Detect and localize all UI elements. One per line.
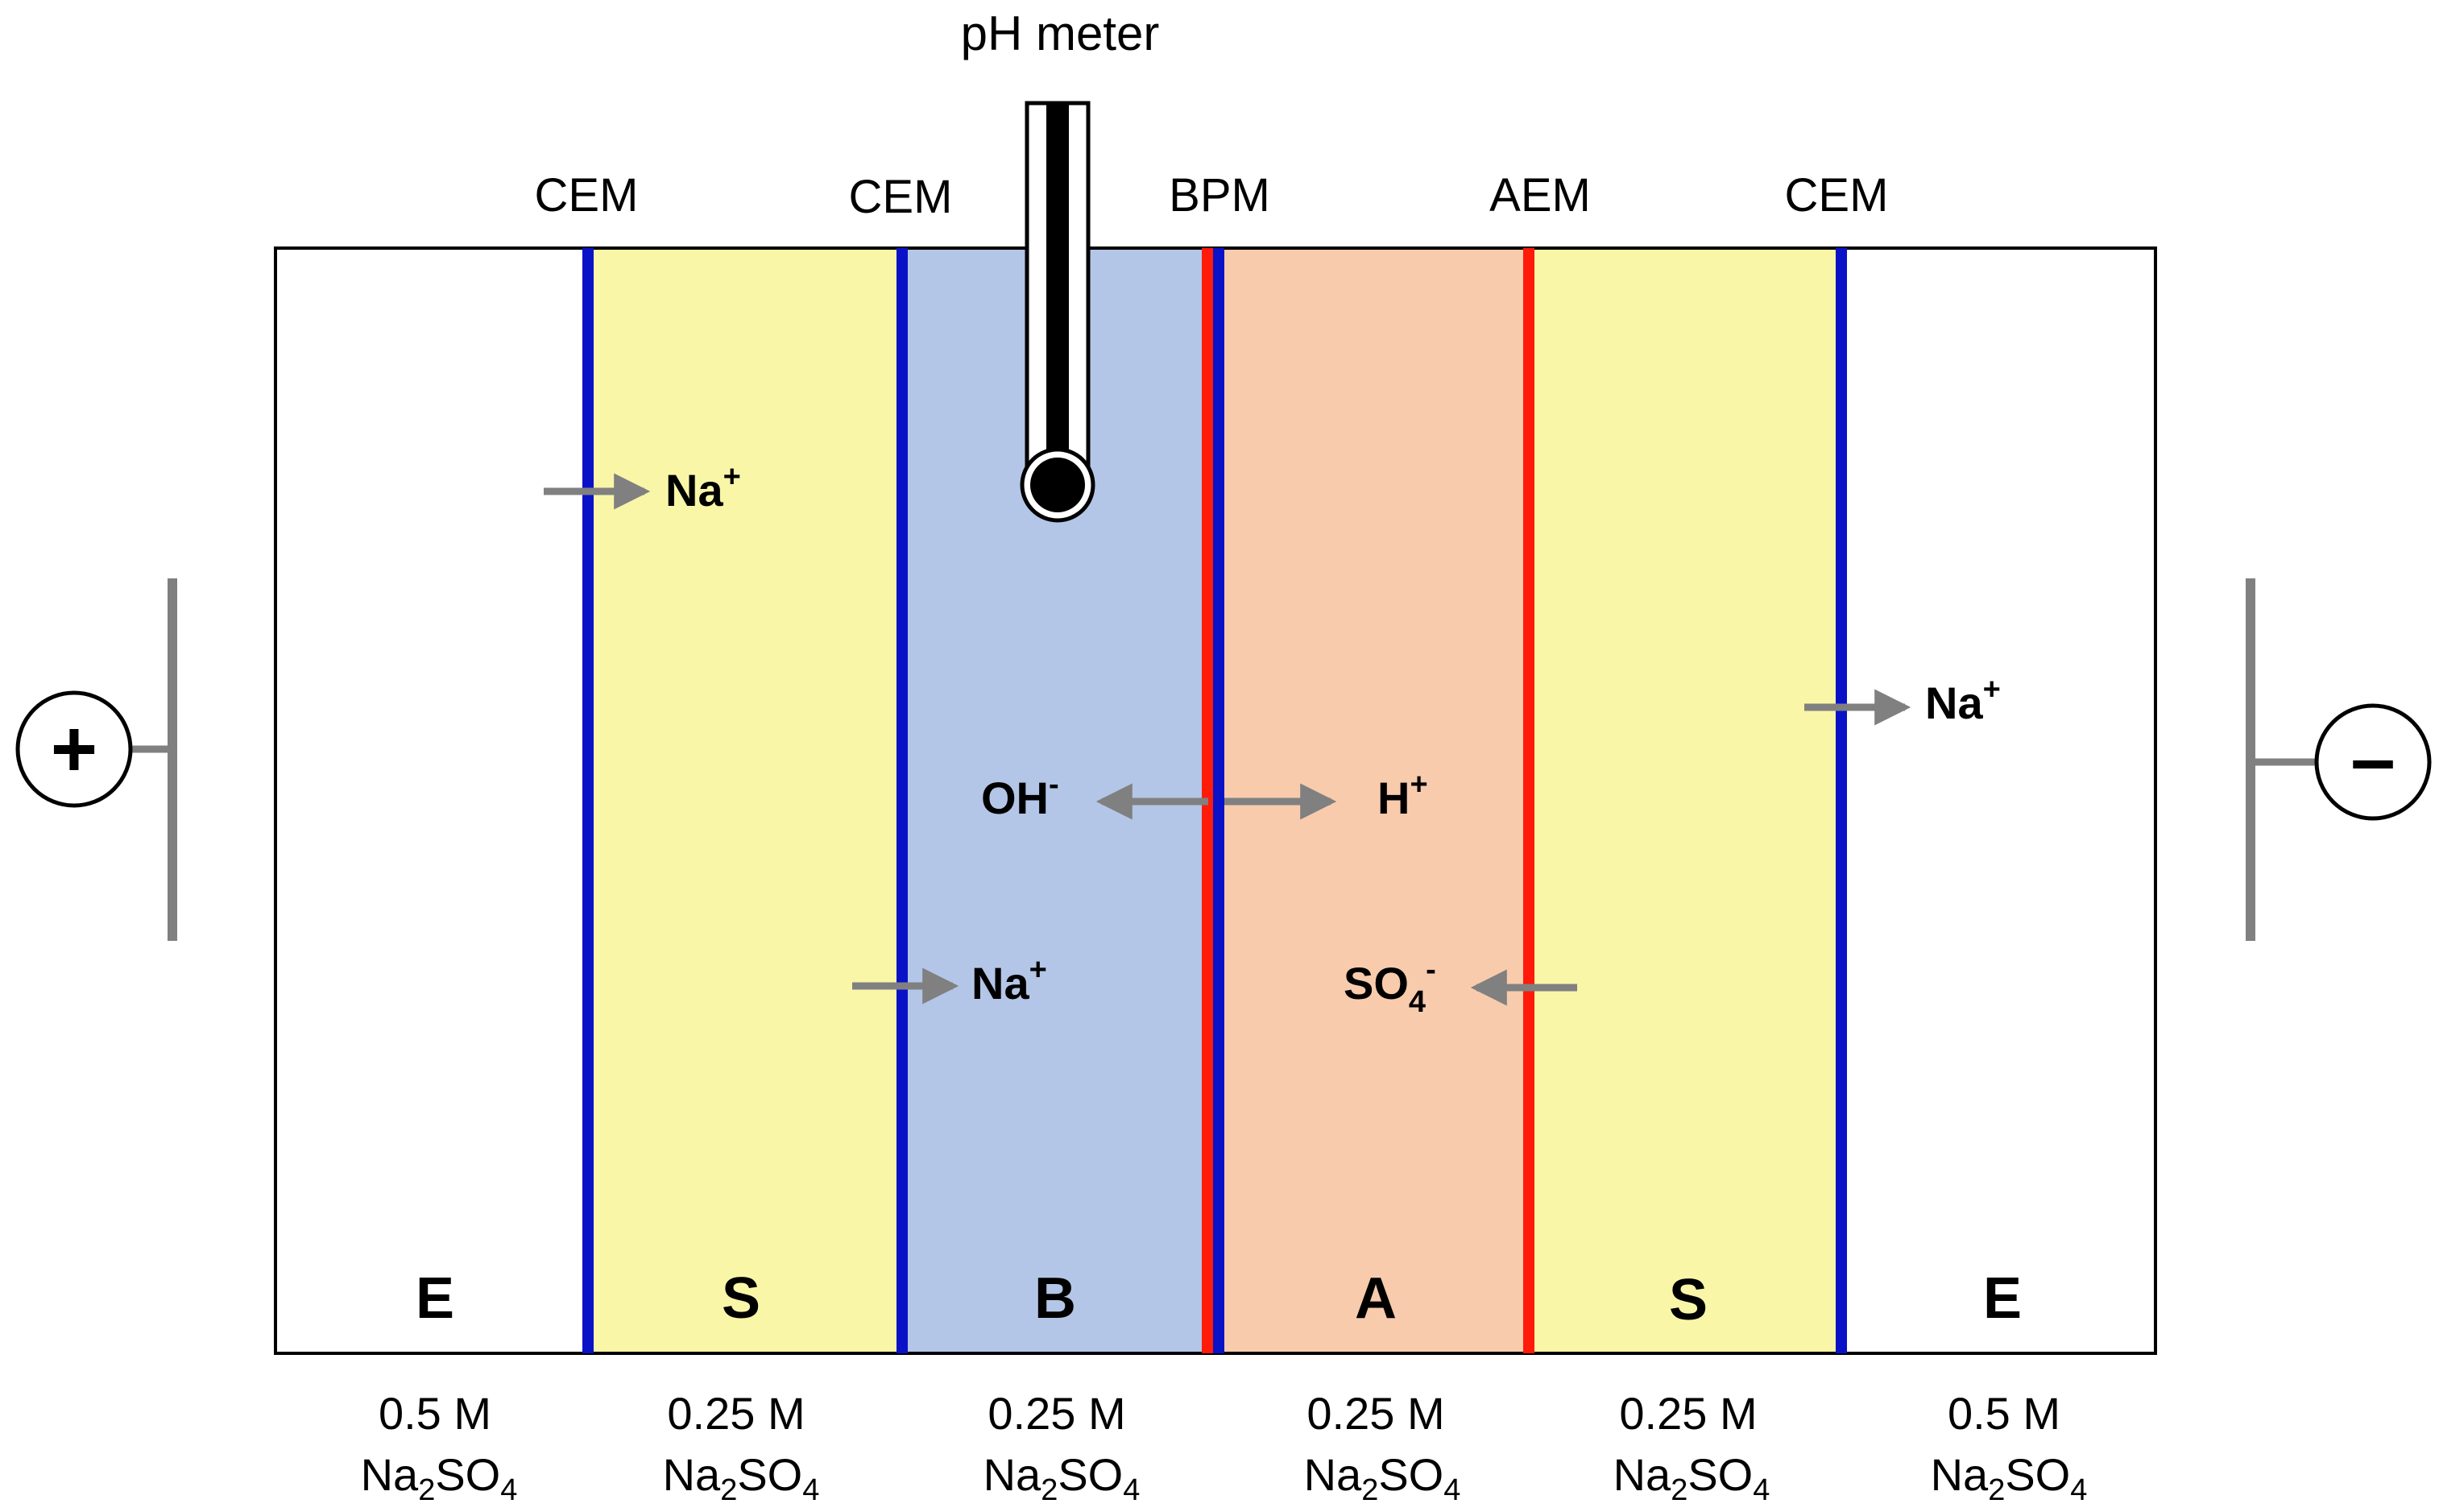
cathode-symbol: – bbox=[2350, 714, 2396, 804]
compartment-code-s-right: S bbox=[1669, 1268, 1708, 1332]
salt-e-left: Na2SO4 bbox=[361, 1449, 518, 1507]
salt-e-right: Na2SO4 bbox=[1931, 1449, 2088, 1507]
concentration-e-left: 0.5 M bbox=[379, 1388, 491, 1439]
membrane-cem-1 bbox=[582, 248, 594, 1353]
compartment-code-e-right: E bbox=[1983, 1266, 2022, 1331]
membrane-cem-2 bbox=[897, 248, 908, 1353]
compartment-code-a: A bbox=[1355, 1266, 1397, 1331]
ion-label-so4: SO4- bbox=[1344, 953, 1436, 1019]
membrane-cem-3 bbox=[1836, 248, 1847, 1353]
anode-symbol: + bbox=[51, 704, 97, 794]
concentration-a: 0.25 M bbox=[1306, 1388, 1444, 1439]
compartment-code-e-left: E bbox=[416, 1266, 454, 1331]
concentration-s-right: 0.25 M bbox=[1619, 1388, 1757, 1439]
ion-label-na-2: Na+ bbox=[971, 953, 1047, 1009]
ph-meter-label: pH meter bbox=[961, 6, 1160, 60]
ph-meter-probe-icon bbox=[1020, 101, 1095, 523]
compartment-s-left bbox=[588, 248, 902, 1353]
compartment-code-b: B bbox=[1034, 1266, 1076, 1331]
salt-a: Na2SO4 bbox=[1304, 1449, 1461, 1507]
plus-icon bbox=[15, 690, 133, 808]
membrane-label-bpm: BPM bbox=[1169, 169, 1270, 222]
ion-label-na-3: Na+ bbox=[1925, 673, 2001, 728]
concentration-b: 0.25 M bbox=[988, 1388, 1125, 1439]
anode-electrode: + bbox=[15, 578, 177, 941]
membrane-label-cem-1: CEM bbox=[535, 169, 639, 222]
membrane-label-aem: AEM bbox=[1489, 169, 1591, 222]
salt-b: Na2SO4 bbox=[983, 1449, 1141, 1507]
concentration-e-right: 0.5 M bbox=[1948, 1388, 2060, 1439]
membrane-aem bbox=[1523, 248, 1534, 1353]
ion-label-oh: OH- bbox=[981, 768, 1059, 823]
compartment-e-right bbox=[1841, 248, 2155, 1353]
minus-icon bbox=[2314, 703, 2432, 821]
concentration-s-left: 0.25 M bbox=[667, 1388, 805, 1439]
compartment-s-right bbox=[1529, 248, 1841, 1353]
compartment-e-left bbox=[275, 248, 588, 1353]
ion-label-h: H+ bbox=[1377, 768, 1428, 823]
compartment-code-s-left: S bbox=[722, 1266, 760, 1331]
ion-label-na-1: Na+ bbox=[665, 460, 741, 516]
membrane-bpm-cation-layer bbox=[1213, 248, 1224, 1353]
salt-s-right: Na2SO4 bbox=[1613, 1449, 1770, 1507]
membrane-label-cem-2: CEM bbox=[849, 171, 953, 223]
salt-s-left: Na2SO4 bbox=[663, 1449, 820, 1507]
cathode-electrode: – bbox=[2246, 578, 2432, 941]
membrane-label-cem-3: CEM bbox=[1785, 169, 1889, 222]
